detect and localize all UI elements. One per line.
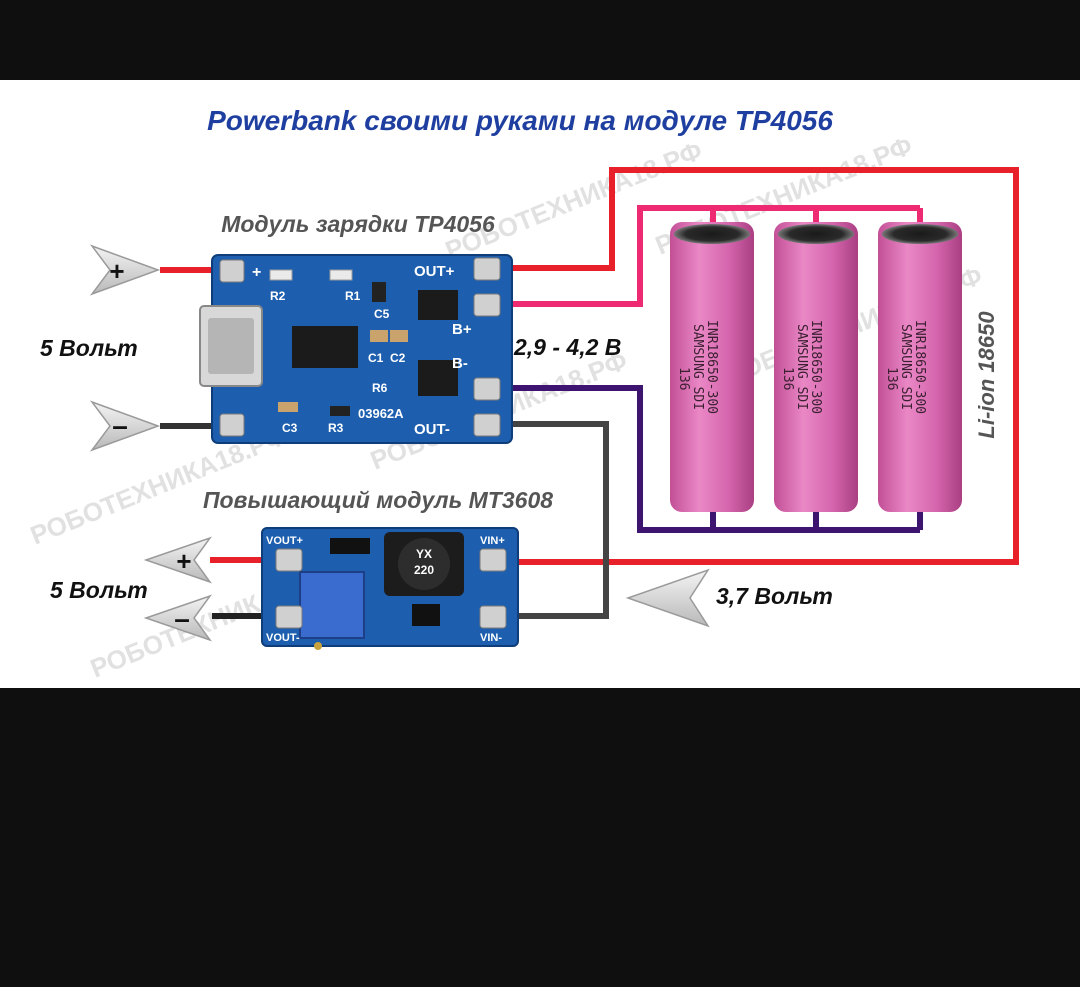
pad-vout-minus [275,605,303,629]
pad-out-plus [473,257,501,281]
charger-board: + OUT+ B+ B- OUT- 03962A R2 R1 C5 C1 C2 … [199,254,513,444]
input-minus-sign: – [112,410,128,441]
label-pin-b-minus: B- [452,355,468,372]
label-pin-vout-plus: VOUT+ [266,535,303,547]
output-plus-sign: + [176,546,191,576]
label-pin-out-minus: OUT- [414,421,450,438]
pad-b-plus [473,293,501,317]
pad-vin-minus [479,605,507,629]
battery-cells: INR18650-300 SAMSUNG SDI 136 INR18650-30… [670,222,962,512]
diagram-title: Powerbank своими руками на модуле TP4056 [207,105,833,136]
wire-out-minus-to-vin-minus [492,421,609,619]
label-c3: C3 [282,421,298,435]
battery-type-label: Li-ion 18650 [974,311,999,439]
label-c1: C1 [368,351,384,365]
pad-b-minus [473,377,501,401]
wire-b-minus-to-cells [492,385,920,533]
output-plus-arrow: + [143,536,213,584]
label-pin-b-plus: B+ [452,321,472,338]
input-plus-arrow: + [89,244,161,296]
charger-caption: Модуль зарядки TP4056 [221,211,495,237]
input-minus-arrow: – [89,400,161,452]
battery-cell: INR18650-300 SAMSUNG SDI 136 [774,222,858,512]
potentiometer [299,571,365,639]
booster-board: YX 220 VOUT+ VOUT- VIN+ VIN- [261,527,519,650]
cell-label-model: INR18650-300 [808,320,823,414]
label-board-code: 03962A [358,406,404,421]
cell-label-brand: SAMSUNG SDI [898,324,913,410]
cell-label-batch: 136 [780,367,795,390]
label-pin-in-plus: + [252,264,261,281]
label-pin-vin-plus: VIN+ [480,535,505,547]
pad-vin-plus [479,548,507,572]
label-pin-vin-minus: VIN- [480,632,502,644]
wire-b-plus-to-cells [492,205,920,307]
booster-caption: Повышающий модуль MT3608 [203,487,553,513]
cell-label-brand: SAMSUNG SDI [794,324,809,410]
cell-label-model: INR18650-300 [912,320,927,414]
pad-out-minus [473,413,501,437]
label-c2: C2 [390,351,406,365]
output-minus-arrow: – [143,594,213,642]
battery-voltage-arrow [625,568,710,628]
label-pin-out-plus: OUT+ [414,263,455,280]
output-voltage-label: 5 Вольт [50,577,148,603]
battery-range-label: 2,9 - 4,2 В [513,334,621,360]
label-r6: R6 [372,381,388,395]
label-r1: R1 [345,289,361,303]
label-pin-vout-minus: VOUT- [266,632,300,644]
cell-label-batch: 136 [676,367,691,390]
battery-cell: INR18650-300 SAMSUNG SDI 136 [670,222,754,512]
battery-nominal-label: 3,7 Вольт [716,583,833,609]
wire-out-plus-to-vin-plus [492,167,1019,565]
cell-label-brand: SAMSUNG SDI [690,324,705,410]
cell-label-model: INR18650-300 [704,320,719,414]
inductor-label-1: YX [416,547,432,561]
label-r2: R2 [270,289,286,303]
input-voltage-label: 5 Вольт [40,335,138,361]
terminal-arrows: + – + – [89,244,710,642]
tp4056-chip [292,326,358,368]
label-c5: C5 [374,307,390,321]
inductor-label-2: 220 [414,563,434,577]
label-r3: R3 [328,421,344,435]
output-minus-sign: – [174,603,190,634]
input-plus-sign: + [109,256,124,286]
cell-label-batch: 136 [884,367,899,390]
battery-cell: INR18650-300 SAMSUNG SDI 136 [878,222,962,512]
pad-in-minus [219,413,245,437]
pad-in-plus [219,259,245,283]
pad-vout-plus [275,548,303,572]
